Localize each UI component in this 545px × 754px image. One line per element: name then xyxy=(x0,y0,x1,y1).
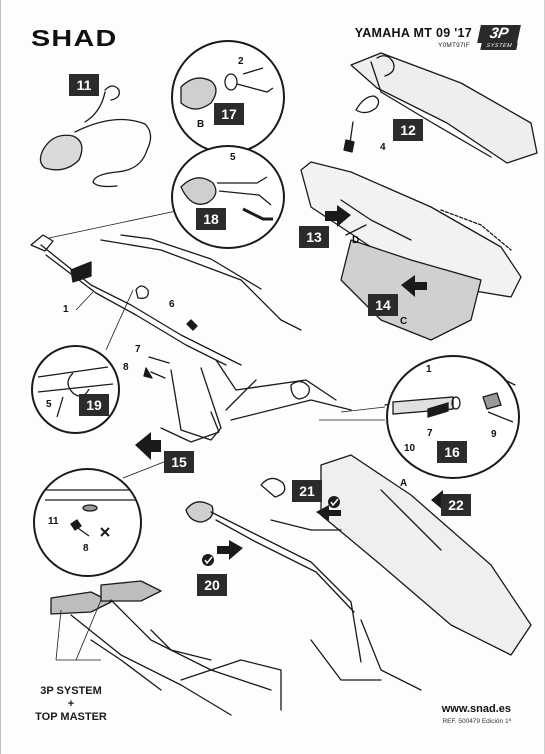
callout-5: 5 xyxy=(46,399,52,410)
system-note: 3P SYSTEM + TOP MASTER xyxy=(31,685,111,724)
system-note-line3: TOP MASTER xyxy=(35,711,107,723)
zoom-circle-19 xyxy=(31,345,120,434)
callout-7: 7 xyxy=(427,428,433,439)
zoom-circle-8-11 xyxy=(33,468,142,577)
callout-1: 1 xyxy=(63,304,69,315)
zoom-circle-18 xyxy=(171,145,285,249)
step-21: 21 xyxy=(292,480,322,502)
side-rack-main xyxy=(30,234,352,443)
step-22: 22 xyxy=(441,494,471,516)
step-17: 17 xyxy=(214,103,244,125)
callout-A: A xyxy=(400,478,408,489)
callout-4: 4 xyxy=(380,142,386,153)
callout-9: 9 xyxy=(491,429,497,440)
callout-8: 8 xyxy=(83,543,89,554)
step-15: 15 xyxy=(164,451,194,473)
step-14: 14 xyxy=(368,294,398,316)
tail-cowl-top xyxy=(343,52,538,164)
system-note-line1: 3P SYSTEM xyxy=(40,685,102,697)
step-19: 19 xyxy=(79,394,109,416)
callout-8: 8 xyxy=(123,362,129,373)
step-13: 13 xyxy=(299,226,329,248)
topmaster-assembly xyxy=(50,580,282,716)
callout-B: B xyxy=(197,119,205,130)
footer-reference: REF. 500479 Edición 1ª xyxy=(442,718,511,725)
step-20: 20 xyxy=(197,574,227,596)
system-note-line2: + xyxy=(67,698,75,710)
screw-7-8 xyxy=(143,356,170,379)
lower-assembly xyxy=(185,454,532,691)
step-12: 12 xyxy=(393,119,423,141)
step-16: 16 xyxy=(437,441,467,463)
step-18: 18 xyxy=(196,208,226,230)
model-code: Y0MT97IF xyxy=(438,42,470,49)
zoom-circle-16 xyxy=(386,355,520,479)
brand-logo: SHAD xyxy=(31,25,118,51)
callout-7: 7 xyxy=(135,344,141,355)
tail-assembly xyxy=(300,161,522,341)
model-title: YAMAHA MT 09 '17 xyxy=(354,26,472,40)
footer-url: www.snad.es xyxy=(441,703,511,715)
callout-11: 11 xyxy=(48,516,59,527)
callout-5: 5 xyxy=(230,152,236,163)
callout-C: C xyxy=(400,316,408,327)
check-icon xyxy=(202,496,340,566)
callout-10: 10 xyxy=(404,443,416,454)
callout-D: D xyxy=(352,235,360,246)
callout-2: 2 xyxy=(238,56,244,67)
callout-6: 6 xyxy=(169,299,175,310)
callout-1: 1 xyxy=(426,364,432,375)
indicator-with-cable xyxy=(39,85,152,188)
zoom-circle-17 xyxy=(171,40,285,154)
step-11: 11 xyxy=(69,74,99,96)
